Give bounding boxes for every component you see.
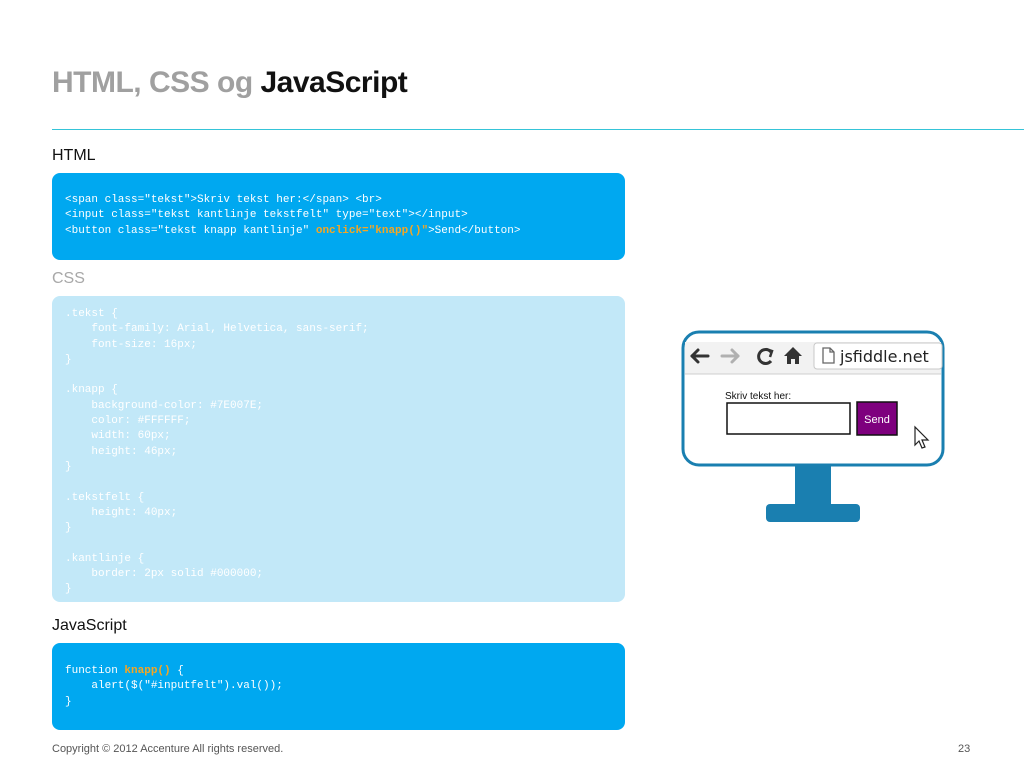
send-button[interactable] (856, 401, 898, 436)
css-code: .tekst { font-family: Arial, Helvetica, … (65, 308, 369, 596)
back-arrow-icon[interactable] (690, 348, 710, 364)
js-code-line-2: alert($("#inputfelt").val()); (65, 680, 283, 693)
address-url: jsfiddle.net (839, 347, 929, 366)
js-code: function knapp() { alert($("#inputfelt")… (65, 664, 612, 710)
cursor-icon (914, 425, 930, 449)
html-code-line-2: <input class="tekst kantlinje tekstfelt"… (65, 209, 468, 222)
copyright-text: Copyright © 2012 Accenture All rights re… (52, 743, 284, 755)
html-code: <span class="tekst">Skriv tekst her:</sp… (65, 193, 612, 239)
js-code-function-highlight: knapp() (124, 665, 171, 677)
monitor-graphic: jsfiddle.net Skriv tekst her: Send (681, 330, 945, 522)
js-code-line-1a: function (65, 665, 125, 677)
monitor-base (766, 504, 860, 522)
monitor-illustration: jsfiddle.net Skriv tekst her: Send (680, 330, 950, 530)
send-button-label: Send (864, 414, 890, 426)
title-part-2: JavaScript (260, 66, 408, 99)
text-input[interactable] (726, 402, 851, 435)
css-code-box: .tekst { font-family: Arial, Helvetica, … (52, 296, 625, 602)
css-section-label: CSS (52, 270, 85, 287)
address-bar[interactable] (813, 342, 943, 370)
page-document-icon (822, 347, 835, 364)
html-code-box: <span class="tekst">Skriv tekst her:</sp… (52, 173, 625, 260)
home-icon[interactable] (784, 347, 802, 364)
page-number: 23 (958, 743, 971, 755)
title-part-1: HTML, CSS og (52, 66, 253, 99)
prompt-label: Skriv tekst her: (725, 391, 791, 402)
html-code-line-1: <span class="tekst">Skriv tekst her:</sp… (65, 194, 382, 206)
page-title: HTML, CSS og JavaScript (52, 66, 408, 100)
js-code-line-3: } (65, 695, 72, 708)
html-code-line-3b: >Send</button> (428, 224, 521, 237)
html-section-label: HTML (52, 147, 96, 164)
js-code-line-1b: { (170, 665, 184, 677)
html-code-line-3a: <button class="tekst knapp kantlinje" (65, 224, 316, 237)
title-divider (52, 129, 1024, 130)
reload-icon[interactable] (757, 347, 774, 365)
js-section-label: JavaScript (52, 617, 127, 634)
js-code-box: function knapp() { alert($("#inputfelt")… (52, 643, 625, 730)
forward-arrow-icon[interactable] (720, 348, 740, 364)
html-code-onclick-highlight: onclick="knapp()" (315, 224, 429, 237)
